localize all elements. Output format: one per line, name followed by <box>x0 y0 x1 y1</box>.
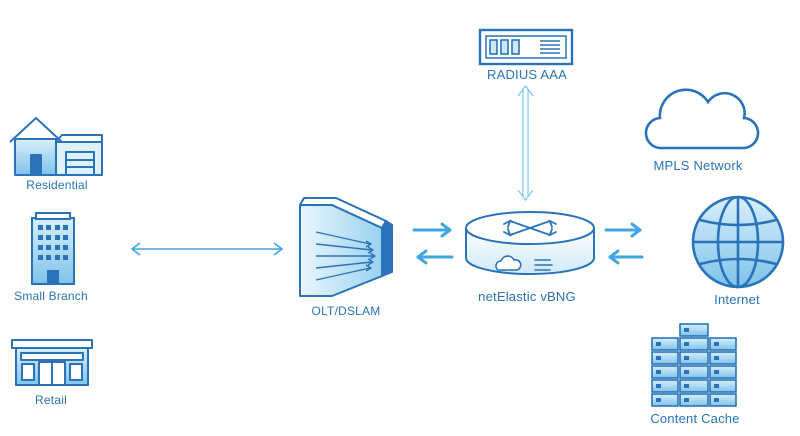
vbng-label: netElastic vBNG <box>478 289 576 304</box>
olt-dslam-icon <box>299 197 393 297</box>
office-building-icon <box>31 212 75 285</box>
retail-store-icon <box>11 339 93 386</box>
olt-dslam-label: OLT/DSLAM <box>311 304 381 318</box>
internet-label: Internet <box>714 292 760 307</box>
vbng-core-arrows <box>604 222 644 265</box>
vbng-router-icon <box>465 211 595 275</box>
small-branch-label: Small Branch <box>14 289 88 303</box>
radius-vbng-arrow <box>517 85 534 201</box>
server-rack-icon <box>651 323 737 407</box>
retail-label: Retail <box>35 393 67 407</box>
cloud-icon <box>644 88 760 150</box>
olt-vbng-arrows <box>412 222 454 265</box>
radius-label: RADIUS AAA <box>486 67 568 82</box>
radius-server-icon <box>478 28 574 66</box>
globe-icon <box>691 195 785 289</box>
mpls-label: MPLS Network <box>653 158 743 173</box>
residential-icon <box>9 117 103 176</box>
access-link-arrow <box>130 242 284 256</box>
content-cache-label: Content Cache <box>650 411 740 426</box>
residential-label: Residential <box>26 178 88 192</box>
